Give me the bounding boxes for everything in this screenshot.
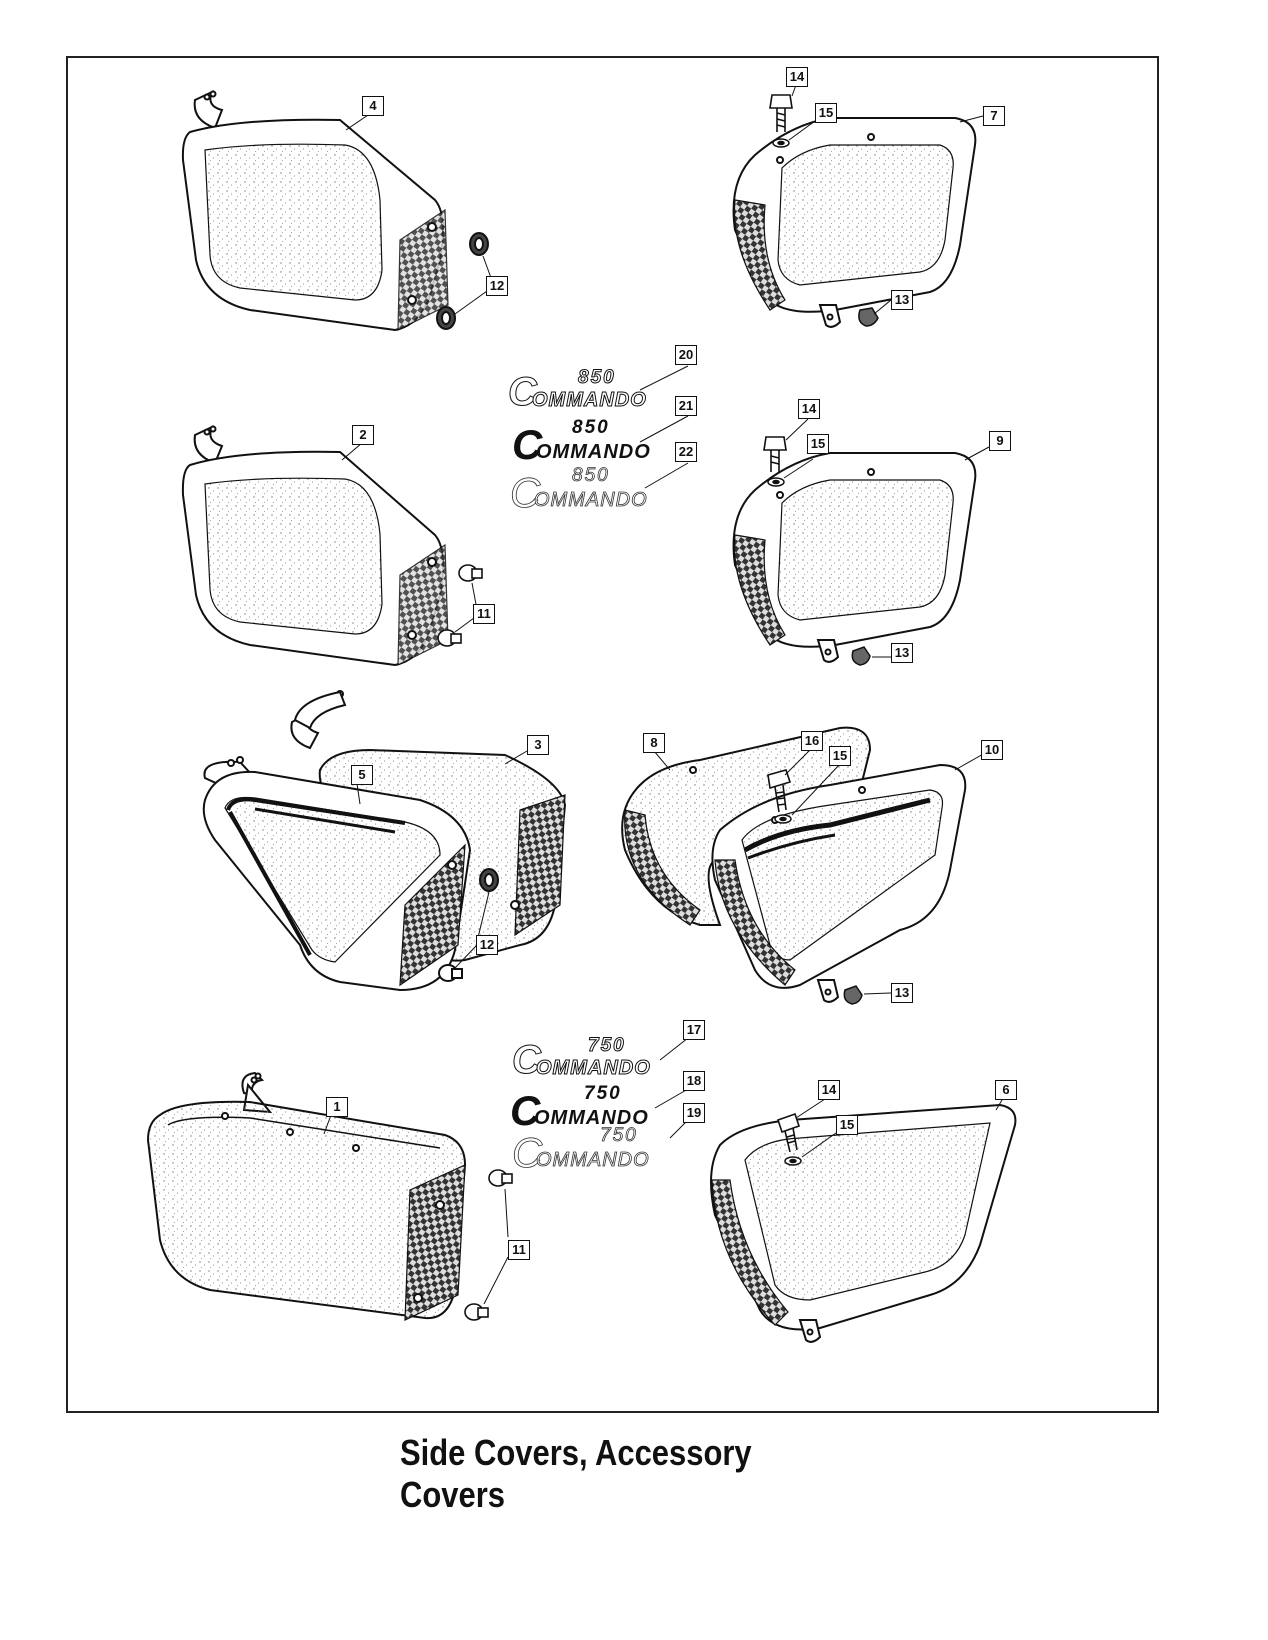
logo-word: OMMANDO <box>532 389 647 411</box>
callout-14-bottom: 14 <box>818 1080 840 1100</box>
side-cover-5 <box>202 756 472 992</box>
callout-14-middle: 14 <box>798 399 820 419</box>
callout-17: 17 <box>683 1020 705 1040</box>
callout-12-top: 12 <box>486 276 508 296</box>
side-cover-1 <box>146 1071 467 1321</box>
side-cover-6 <box>710 1103 1017 1343</box>
washer-15-middle <box>767 458 814 487</box>
callout-13-middle: 13 <box>891 643 913 663</box>
screws-11-bottom <box>464 1169 513 1321</box>
logo-number: 850 <box>572 417 610 438</box>
callout-14-top: 14 <box>786 67 808 87</box>
bolt-14-top <box>769 84 797 132</box>
callout-13-lower: 13 <box>891 983 913 1003</box>
nut-13-top <box>858 299 892 327</box>
commando-850-logo-line: 850 C OMMANDO <box>510 466 670 516</box>
commando-750-logo-solid: 750 C OMMANDO <box>510 1084 670 1134</box>
commando-850-logo-outline: 850 C OMMANDO <box>508 368 658 414</box>
washer-15-top <box>772 120 816 148</box>
washer-15-lower <box>774 763 841 824</box>
callout-11-middle: 11 <box>473 604 495 624</box>
side-cover-9 <box>732 452 977 663</box>
callout-8: 8 <box>643 733 665 753</box>
callout-15-middle: 15 <box>807 434 829 454</box>
logo-number: 850 <box>572 465 610 486</box>
logo-leaders <box>639 365 689 1139</box>
bolt-14-bottom <box>776 1096 829 1153</box>
logo-word: OMMANDO <box>536 1057 651 1079</box>
callout-3: 3 <box>527 735 549 755</box>
logo-initial: C <box>510 1087 541 1134</box>
logo-number: 750 <box>588 1035 626 1056</box>
callout-10: 10 <box>981 740 1003 760</box>
callout-19: 19 <box>683 1103 705 1123</box>
nut-13-lower <box>843 985 892 1005</box>
logo-word: OMMANDO <box>534 489 648 511</box>
callout-1: 1 <box>326 1097 348 1117</box>
bolt-16 <box>767 749 811 813</box>
commando-850-logo-solid: 850 C OMMANDO <box>512 418 662 468</box>
logo-word: OMMANDO <box>536 441 651 463</box>
logo-initial: C <box>512 1129 543 1176</box>
side-cover-2 <box>181 424 449 667</box>
callout-22: 22 <box>675 442 697 462</box>
callout-11-bottom: 11 <box>508 1240 530 1260</box>
callout-21: 21 <box>675 396 697 416</box>
logo-word: OMMANDO <box>536 1149 650 1171</box>
bolt-14-middle <box>763 418 809 472</box>
logo-initial: C <box>508 370 538 414</box>
callout-16: 16 <box>801 731 823 751</box>
logo-word: OMMANDO <box>534 1107 649 1129</box>
screws-11-middle <box>437 564 483 647</box>
washer-15-bottom <box>784 1132 837 1166</box>
callout-5: 5 <box>351 765 373 785</box>
logo-initial: C <box>510 469 541 516</box>
callout-12-lower: 12 <box>476 935 498 955</box>
callout-15-top: 15 <box>815 103 837 123</box>
callout-9: 9 <box>989 431 1011 451</box>
callout-2: 2 <box>352 425 374 445</box>
side-cover-4 <box>181 89 449 332</box>
callout-7: 7 <box>983 106 1005 126</box>
logo-number: 850 <box>578 367 616 388</box>
callout-15-lower: 15 <box>829 746 851 766</box>
callout-15-bottom: 15 <box>836 1115 858 1135</box>
side-cover-7 <box>732 117 977 328</box>
logo-initial: C <box>512 421 543 468</box>
diagram-frame <box>66 56 1159 1413</box>
callout-20: 20 <box>675 345 697 365</box>
logo-initial: C <box>512 1038 542 1082</box>
figure-caption: Side Covers, Accessory Covers <box>400 1432 752 1515</box>
callout-13-top: 13 <box>891 290 913 310</box>
commando-750-logo-line: 750 C OMMANDO <box>512 1126 672 1176</box>
commando-750-logo-outline: 750 C OMMANDO <box>512 1036 672 1082</box>
logo-number: 750 <box>600 1125 638 1146</box>
nut-13-middle <box>851 646 891 666</box>
callout-18: 18 <box>683 1071 705 1091</box>
callout-6: 6 <box>995 1080 1017 1100</box>
grommets-12-lower <box>438 868 499 982</box>
logo-number: 750 <box>584 1083 622 1104</box>
callout-4: 4 <box>362 96 384 116</box>
